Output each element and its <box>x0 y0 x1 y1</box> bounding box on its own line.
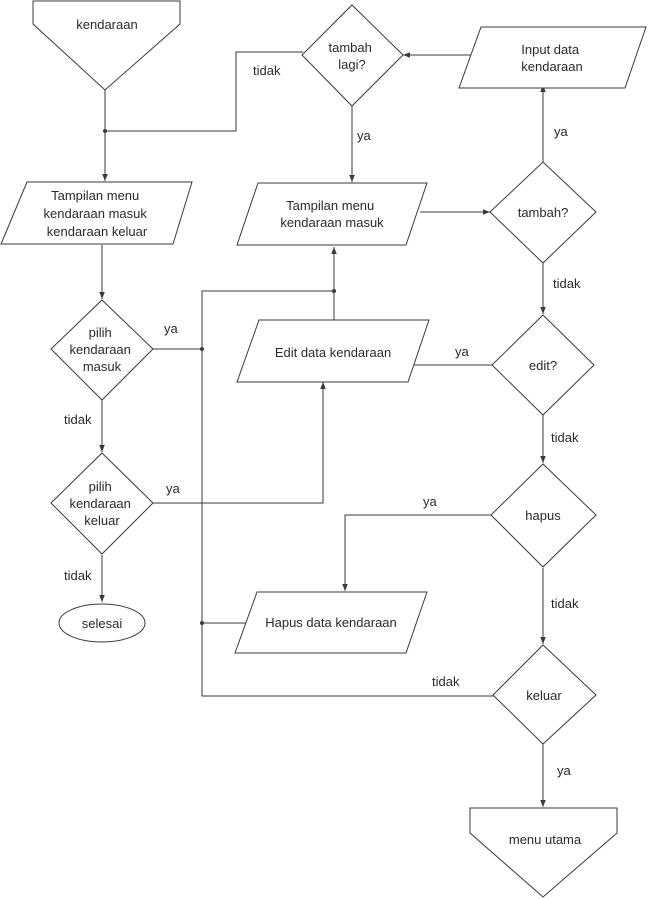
node-pilih-masuk <box>50 299 154 401</box>
node-start-connector <box>32 0 181 91</box>
node-tambah-lagi-label: tambah lagi? <box>329 40 376 72</box>
node-hapus-data-label: Hapus data kendaraan <box>265 615 397 630</box>
node-menu-kendaraan-label: Tampilan menu kendaraan masuk kendaraan … <box>44 188 151 239</box>
node-edit-label: edit? <box>529 358 557 373</box>
label-tambah-lagi-tidak: tidak <box>253 63 281 78</box>
node-menu-masuk <box>236 182 428 246</box>
node-input-data <box>458 26 647 89</box>
edge-tambah-lagi-tidak <box>105 51 303 132</box>
label-hapus-tidak: tidak <box>551 596 579 611</box>
node-input-data-label: Input data kendaraan <box>521 42 582 74</box>
label-edit-ya: ya <box>455 344 470 359</box>
node-pilih-masuk-label: pilih kendaraan masuk <box>69 325 134 374</box>
label-tambah-lagi-ya: ya <box>357 128 372 143</box>
label-hapus-ya: ya <box>423 494 438 509</box>
label-tambah-tidak: tidak <box>553 276 581 291</box>
edge-hapus-ya <box>342 514 492 591</box>
node-menu-kendaraan <box>0 181 193 245</box>
label-edit-tidak: tidak <box>551 430 579 445</box>
node-pilih-keluar <box>50 452 154 555</box>
label-input-ya: ya <box>554 124 569 139</box>
label-pilih-masuk-ya: ya <box>164 321 179 336</box>
node-edit-data-label: Edit data kendaraan <box>275 345 391 360</box>
node-edit <box>491 314 595 416</box>
node-hapus <box>490 463 597 568</box>
edge-pilih-keluar-ya <box>152 382 326 504</box>
edge-bus-line <box>201 290 494 697</box>
node-menu-utama-label: menu utama <box>509 832 582 847</box>
node-keluar-label: keluar <box>526 688 562 703</box>
node-hapus-data <box>234 591 428 654</box>
label-keluar-tidak: tidak <box>432 674 460 689</box>
node-selesai <box>58 603 146 643</box>
node-hapus-label: hapus <box>525 508 561 523</box>
node-pilih-keluar-label: pilih kendaraan keluar <box>69 479 134 528</box>
node-edit-data <box>236 319 430 383</box>
edges <box>99 51 546 807</box>
edge-labels: tidak ya ya tidak ya tidak ya tidak ya t… <box>64 63 581 778</box>
node-selesai-label: selesai <box>82 616 123 631</box>
node-tambah-label: tambah? <box>518 205 569 220</box>
node-menu-masuk-label: Tampilan menu kendaraan masuk <box>280 198 384 230</box>
node-menu-utama-connector <box>469 807 618 898</box>
node-start-label: kendaraan <box>76 17 137 32</box>
junction-dot <box>200 347 204 351</box>
node-tambah <box>489 161 597 264</box>
label-pilih-masuk-tidak: tidak <box>64 412 92 427</box>
label-keluar-ya: ya <box>557 763 572 778</box>
label-pilih-keluar-ya: ya <box>166 481 181 496</box>
node-tambah-lagi <box>301 4 404 107</box>
label-pilih-keluar-tidak: tidak <box>64 568 92 583</box>
node-keluar <box>492 644 597 745</box>
junction-dot <box>103 129 107 133</box>
